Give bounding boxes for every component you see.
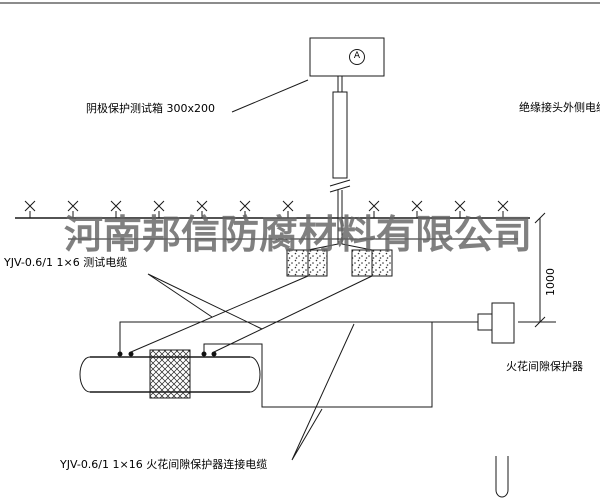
test-box-outline xyxy=(309,37,385,77)
test-cable-leader-lines xyxy=(147,273,263,330)
riser-lower xyxy=(337,190,343,244)
spark-cable-label: YJV-0.6/1 1×16 火花间隙保护器连接电缆 xyxy=(60,458,268,471)
test-cable-left xyxy=(130,275,309,353)
riser-sleeve xyxy=(332,91,348,179)
company-watermark: 河南邦信防腐材料有限公司 xyxy=(64,212,533,258)
ground-hatch-marks xyxy=(24,200,509,218)
test-cable-label: YJV-0.6/1 1×6 测试电缆 xyxy=(4,256,128,269)
test-box-leader-line xyxy=(231,79,309,113)
weld-dot xyxy=(211,351,217,357)
spark-cable-right xyxy=(203,322,433,408)
dimension-value-label: 1000 xyxy=(544,268,557,296)
spark-gap-protector-label: 火花间隙保护器 xyxy=(506,360,583,373)
spark-cable-left xyxy=(119,321,478,352)
spark-cable-leader-lines xyxy=(291,323,355,461)
weld-dot xyxy=(117,351,123,357)
riser-neck xyxy=(337,76,343,92)
weld-dots xyxy=(117,351,217,357)
cable-bends xyxy=(307,243,373,251)
test-cable-right xyxy=(213,275,373,353)
weld-dot xyxy=(128,351,134,357)
spark-gap-protector-stem xyxy=(477,313,493,331)
pipeline-left-cap xyxy=(79,356,91,393)
dimension-line xyxy=(518,212,556,328)
weld-dot xyxy=(201,351,207,357)
pipe-stub-icon xyxy=(495,456,509,498)
ammeter-circle xyxy=(349,49,365,65)
insulating-joint xyxy=(149,349,191,399)
spark-gap-protector-body xyxy=(491,302,515,344)
conduit-break-icon xyxy=(329,179,351,193)
pipeline-right-cap xyxy=(249,356,261,393)
outer-cable-label: 绝缘接头外侧电缆 xyxy=(519,101,600,114)
ammeter-symbol-label: A xyxy=(353,51,361,61)
test-box-label: 阴极保护测试箱 300x200 xyxy=(86,102,215,115)
